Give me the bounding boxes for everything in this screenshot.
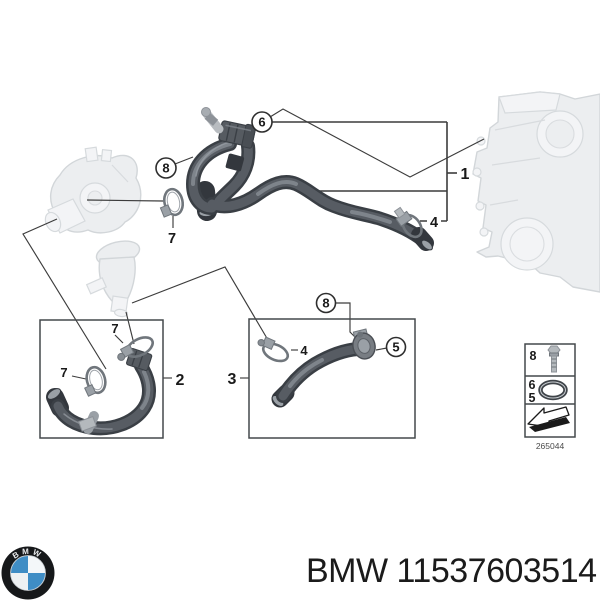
label-4-backplate bbox=[427, 214, 441, 229]
label-item-7-top: 7 bbox=[168, 231, 176, 247]
legend-num-5: 5 bbox=[529, 391, 536, 405]
detail-box-hose-2 bbox=[39, 319, 164, 439]
logo-quadrant-sw bbox=[11, 573, 28, 590]
parts-diagram: 6 8 8 5 1 2 3 4 4 7 7 7 8 6 5 bbox=[22, 91, 600, 451]
o-ring-icon bbox=[538, 379, 568, 401]
label-item-3: 3 bbox=[228, 371, 237, 388]
bmw-logo: BMW bbox=[1, 546, 55, 600]
bolt-icon bbox=[547, 345, 561, 373]
label-item-7-box2a: 7 bbox=[111, 321, 118, 336]
label-item-4-box3: 4 bbox=[300, 343, 308, 358]
hose-flange bbox=[352, 328, 376, 360]
callout-8-box3-label: 8 bbox=[322, 296, 329, 311]
logo-quadrant-ne bbox=[28, 556, 45, 573]
hose-2-assembly bbox=[46, 336, 156, 436]
drawing-number: 265044 bbox=[536, 441, 565, 451]
logo-quadrant-se bbox=[28, 573, 45, 590]
callout-5: 5 bbox=[385, 336, 407, 358]
water-pump-faded bbox=[44, 146, 142, 234]
part-number: 11537603514 bbox=[396, 552, 597, 590]
callout-8-top-label: 8 bbox=[162, 161, 169, 176]
brand-name: BMW bbox=[306, 552, 388, 590]
callout-5-label: 5 bbox=[392, 340, 399, 355]
callout-6-label: 6 bbox=[258, 115, 265, 130]
legend-box: 8 6 5 bbox=[524, 343, 576, 438]
label-item-7-box2b: 7 bbox=[60, 365, 67, 380]
callout-8-top: 8 bbox=[155, 157, 177, 179]
label-item-4-top: 4 bbox=[430, 215, 438, 231]
label-item-2: 2 bbox=[176, 372, 185, 389]
label-item-1: 1 bbox=[461, 166, 470, 183]
hose-clamp-7-top bbox=[159, 187, 185, 218]
callout-6: 6 bbox=[251, 111, 273, 133]
legend-num-8: 8 bbox=[530, 349, 537, 363]
engine-block-faded bbox=[472, 91, 600, 293]
leader-lines bbox=[22, 108, 485, 380]
callout-8-box3: 8 bbox=[315, 292, 337, 314]
thermostat-faded bbox=[85, 240, 141, 318]
hose-clamp-4-b bbox=[257, 336, 290, 363]
hose-connector bbox=[218, 120, 257, 149]
legend-num-6: 6 bbox=[529, 378, 536, 392]
direction-arrow-icon bbox=[527, 406, 570, 432]
hose-clamp-4-top bbox=[393, 206, 423, 239]
detail-box-hose-3 bbox=[248, 318, 416, 439]
hose-clamp-7-a bbox=[117, 336, 154, 361]
hose-clamp-7-b bbox=[84, 365, 107, 397]
bleed-screw-stub bbox=[201, 107, 224, 134]
part-number-line: BMW 11537603514 bbox=[306, 552, 597, 591]
hose-3-assembly bbox=[257, 328, 376, 408]
main-coolant-hose bbox=[186, 107, 434, 251]
logo-quadrant-nw bbox=[11, 556, 28, 573]
